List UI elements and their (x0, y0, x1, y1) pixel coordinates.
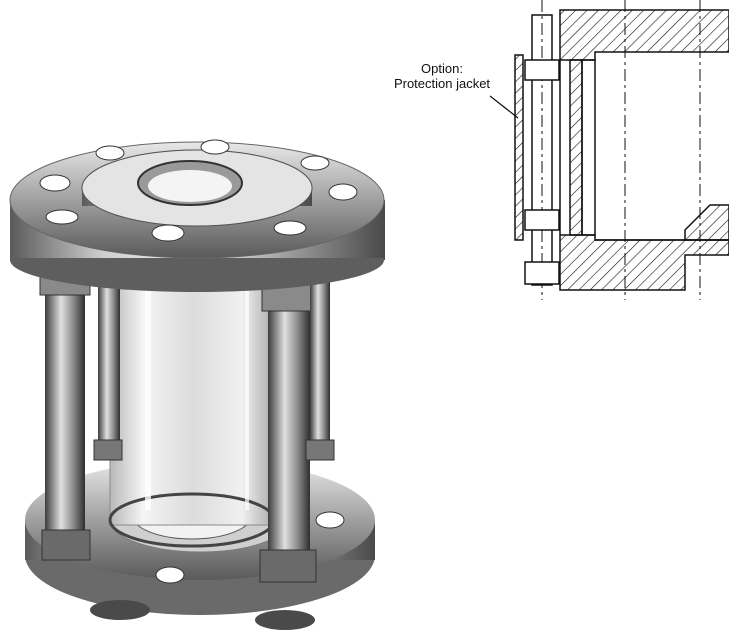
callout-option-label: Option: (421, 61, 463, 76)
glass-cylinder (108, 269, 276, 548)
sight-glass-photo (9, 139, 385, 630)
tie-rods (39, 269, 335, 583)
sight-glass-section-drawing (514, 0, 729, 300)
protection-jacket-callout: Option: Protection jacket (372, 61, 512, 91)
top-flange (9, 139, 385, 292)
callout-protection-jacket-label: Protection jacket (393, 76, 491, 91)
